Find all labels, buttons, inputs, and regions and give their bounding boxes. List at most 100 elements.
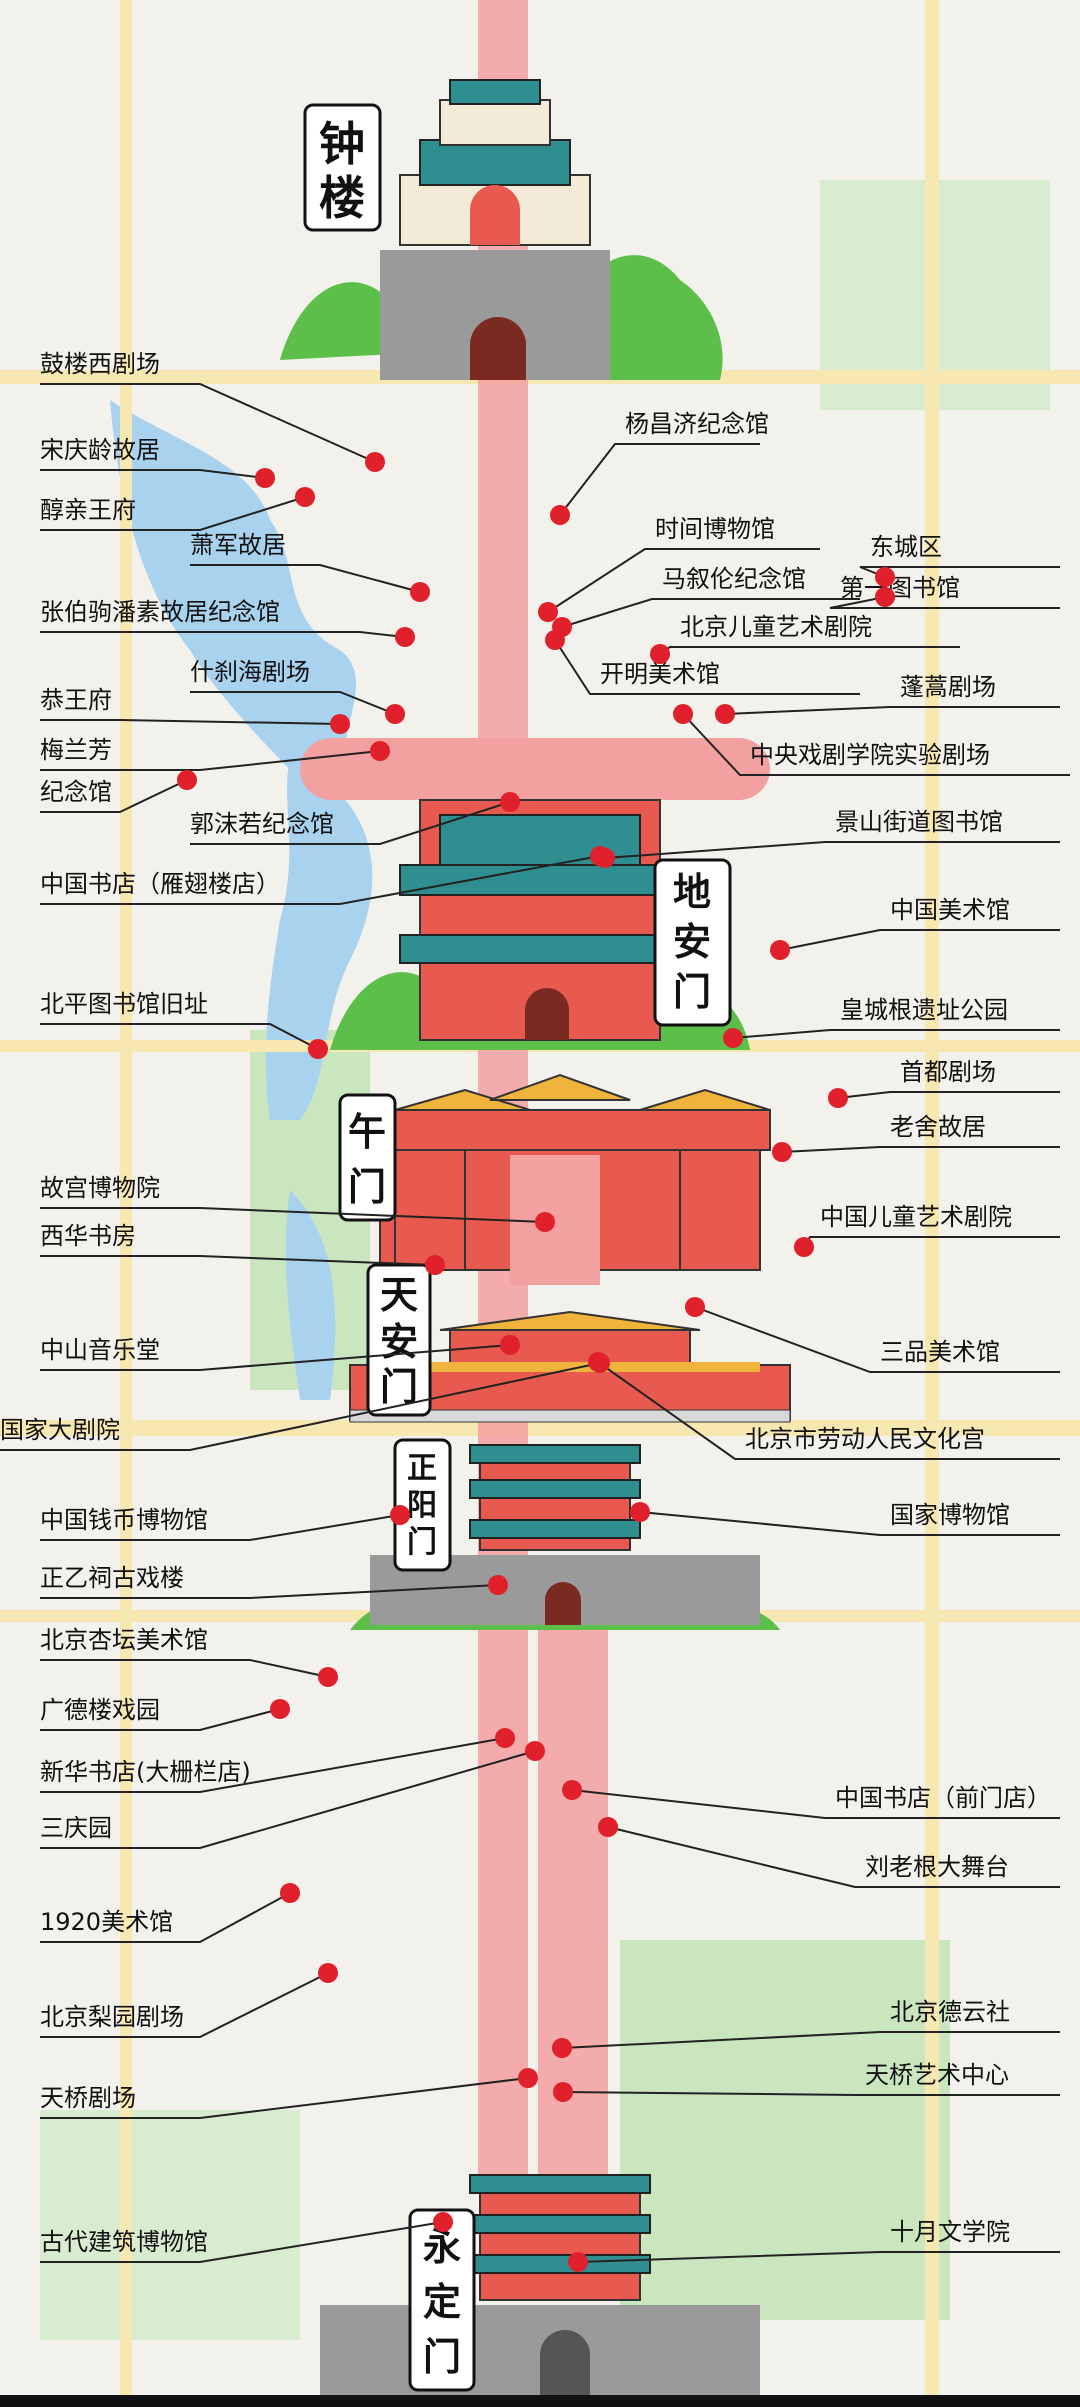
svg-text:钟: 钟 [319,117,365,171]
poi-dot[interactable] [330,714,350,734]
poi-dot[interactable] [588,1352,608,1372]
bottom-bar [0,2395,1080,2407]
gate-label-wumen: 午 门 [338,1093,397,1222]
poi-leader-line [724,706,1060,715]
poi-label: 第一图书馆 [840,574,960,602]
poi-dot[interactable] [370,741,390,761]
svg-text:天: 天 [380,1273,418,1317]
poi-dot[interactable] [875,587,895,607]
poi-dot[interactable] [650,644,670,664]
svg-text:楼: 楼 [319,171,365,225]
poi-leader-line [561,2031,1060,2049]
poi-dot[interactable] [365,452,385,472]
poi-dot[interactable] [772,1142,792,1162]
poi-dot[interactable] [270,1699,290,1719]
poi-dot[interactable] [390,1505,410,1525]
poi-dot[interactable] [308,1039,328,1059]
poi-dot[interactable] [595,848,615,868]
poi-dot[interactable] [794,1237,814,1257]
poi-leader-line [0,1362,601,1451]
poi-dot[interactable] [552,2038,572,2058]
poi-dot[interactable] [425,1255,445,1275]
poi-dot[interactable] [255,468,275,488]
poi-leader-line [779,929,1060,951]
poi-leader-line [40,2221,444,2263]
poi-dot[interactable] [500,792,520,812]
poi-label: 景山街道图书馆 [835,808,1003,836]
poi-dot[interactable] [500,1335,520,1355]
poi-dot[interactable] [875,567,895,587]
water-shichahai [110,400,357,800]
svg-text:定: 定 [423,2280,461,2324]
poi-dot[interactable] [410,582,430,602]
poi-label: 宋庆龄故居 [40,436,160,464]
poi-leader-line [571,1789,1060,1819]
poi-leader-line [40,1514,401,1541]
poi-dot[interactable] [828,1088,848,1108]
bell-tower-illustration [280,79,723,380]
poi-leader-line [559,443,760,516]
gate-label-tiananmen: 天 安 门 [366,1263,432,1417]
poi-dot[interactable] [562,1780,582,1800]
poi-label: 中国美术馆 [890,896,1010,924]
poi-dot[interactable] [630,1502,650,1522]
poi-dot[interactable] [295,487,315,507]
poi-label: 马叙伦纪念馆 [662,565,806,593]
poi-leader-line [577,2251,1060,2263]
gate-label-zhonglou: 钟 楼 [303,103,382,232]
poi-label: 国家博物馆 [890,1501,1010,1529]
poi-dot[interactable] [395,627,415,647]
poi-leader-line [554,639,860,695]
poi-leader-line [40,1207,546,1223]
poi-leader-line [40,1584,499,1599]
zhengyangmen-illustration [350,1444,780,1630]
poi-labels: 鼓楼西剧场宋庆龄故居醇亲王府萧军故居张伯驹潘素故居纪念馆什刹海剧场恭王府梅兰芳纪… [0,350,1070,2263]
svg-text:门: 门 [407,1525,437,1560]
svg-text:永: 永 [423,2225,461,2269]
poi-dot[interactable] [177,770,197,790]
poi-label: 天桥剧场 [40,2084,136,2112]
poi-leader-line [40,1344,511,1371]
poi-dot[interactable] [685,1297,705,1317]
poi-label: 纪念馆 [40,778,112,806]
poi-dot[interactable] [518,2068,538,2088]
svg-text:午: 午 [348,1110,386,1154]
svg-text:安: 安 [380,1320,418,1364]
poi-leader-line [190,801,511,845]
poi-dot[interactable] [280,1883,300,1903]
poi-leader-line [682,713,1070,776]
svg-text:阳: 阳 [407,1488,437,1523]
poi-label: 开明美术馆 [600,660,720,688]
poi-dot[interactable] [598,1817,618,1837]
poi-dot[interactable] [525,1741,545,1761]
poi-dot[interactable] [550,505,570,525]
poi-dot[interactable] [715,704,735,724]
poi-leader-line [694,1306,1060,1373]
poi-dot[interactable] [538,602,558,622]
poi-leader-line [781,1146,1060,1153]
poi-leader-line [40,631,406,638]
poi-dot[interactable] [545,630,565,650]
gate-label-zhengyangmen: 正 阳 门 [393,1438,452,1572]
poi-label: 老舍故居 [890,1113,986,1141]
poi-leader-line [40,383,376,463]
poi-dot[interactable] [535,1212,555,1232]
poi-dot[interactable] [318,1667,338,1687]
poi-label: 中国钱币博物馆 [40,1506,208,1534]
poi-label: 中国儿童艺术剧院 [820,1203,1012,1231]
poi-label: 古代建筑博物馆 [40,2228,208,2256]
poi-dot[interactable] [318,1963,338,1983]
poi-dot[interactable] [495,1728,515,1748]
axis-band [300,738,770,800]
poi-label: 刘老根大舞台 [865,1853,1009,1881]
poi-leader-line [40,1255,436,1266]
poi-dot[interactable] [385,704,405,724]
poi-dot[interactable] [568,2252,588,2272]
poi-leader-line [40,1972,329,2038]
poi-dot[interactable] [723,1028,743,1048]
poi-dot[interactable] [433,2212,453,2232]
poi-dot[interactable] [770,940,790,960]
poi-dot[interactable] [488,1575,508,1595]
poi-dot[interactable] [673,704,693,724]
poi-dot[interactable] [553,2082,573,2102]
